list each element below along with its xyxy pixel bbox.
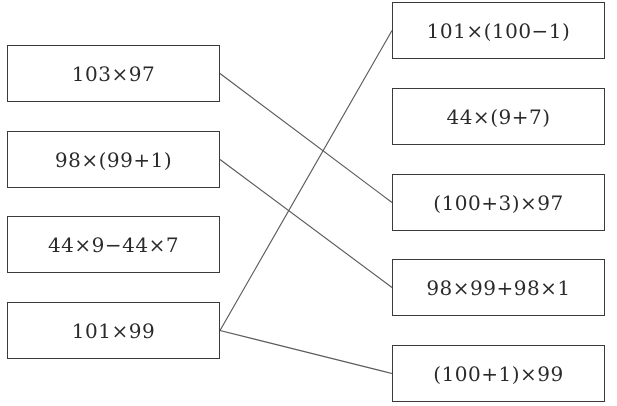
right-box-5: (100+1)×99 — [392, 345, 605, 402]
right-box-3-text: (100+3)×97 — [433, 190, 564, 215]
left-box-2: 98×(99+1) — [7, 131, 220, 188]
right-box-2: 44×(9+7) — [392, 88, 605, 145]
left-box-3-text: 44×9−44×7 — [47, 232, 180, 257]
left-box-2-text: 98×(99+1) — [54, 147, 173, 172]
right-box-5-text: (100+1)×99 — [433, 361, 564, 386]
left-box-1: 103×97 — [7, 45, 220, 102]
right-box-4-text: 98×99+98×1 — [426, 275, 571, 300]
left-box-4: 101×99 — [7, 302, 220, 359]
connector-l4-r5 — [219, 329, 393, 375]
left-box-4-text: 101×99 — [71, 318, 156, 343]
right-box-4: 98×99+98×1 — [392, 259, 605, 316]
right-box-1-text: 101×(100−1) — [426, 18, 571, 43]
right-box-1: 101×(100−1) — [392, 2, 605, 59]
right-box-2-text: 44×(9+7) — [446, 104, 551, 129]
connector-l4-r1 — [219, 30, 393, 331]
connector-l1-r3 — [219, 73, 393, 203]
right-box-3: (100+3)×97 — [392, 174, 605, 231]
left-box-3: 44×9−44×7 — [7, 216, 220, 273]
left-box-1-text: 103×97 — [71, 61, 156, 86]
connector-l2-r4 — [219, 159, 393, 288]
